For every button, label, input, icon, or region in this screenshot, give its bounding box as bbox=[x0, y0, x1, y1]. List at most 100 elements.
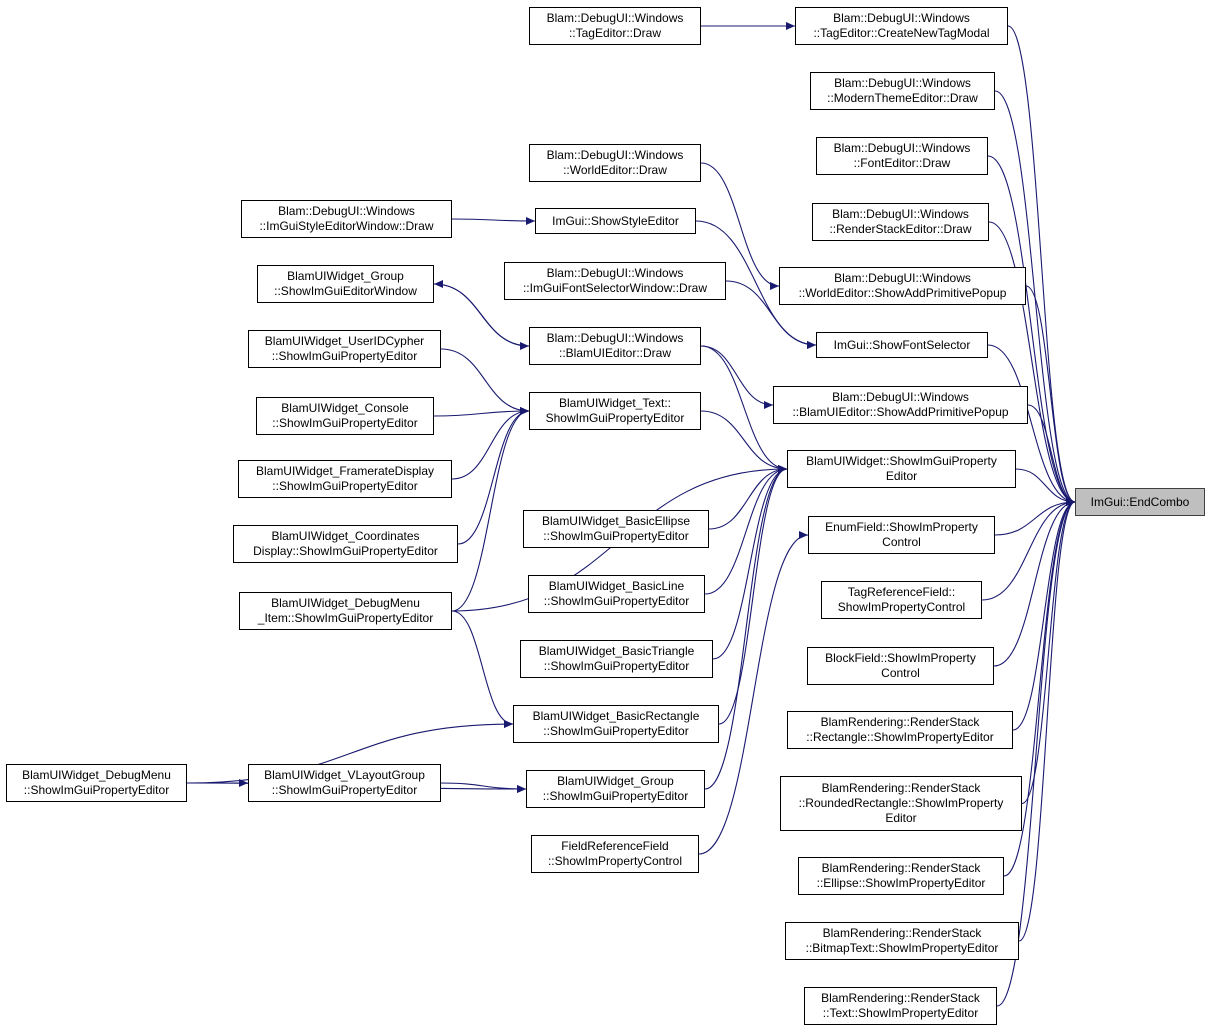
edge-rs-bitmaptext-to-endcombo bbox=[1018, 498, 1076, 942]
node-label-line: ::ShowImGuiPropertyEditor bbox=[543, 594, 690, 608]
node-show-style-editor[interactable]: ImGui::ShowStyleEditor bbox=[535, 208, 696, 234]
edge-coordinates-to-text bbox=[457, 407, 530, 545]
node-label-line: ::ShowImGuiEditorWindow bbox=[274, 284, 417, 298]
edge-framerate-to-text bbox=[451, 407, 530, 480]
node-label-line: _Item::ShowImGuiPropertyEditor bbox=[257, 611, 434, 625]
edge-rs-text-to-endcombo bbox=[996, 498, 1076, 1007]
node-label-line: Blam::DebugUI::Windows bbox=[832, 390, 969, 404]
node-label-line: Blam::DebugUI::Windows bbox=[834, 76, 971, 90]
node-font-selector-window[interactable]: Blam::DebugUI::Windows::ImGuiFontSelecto… bbox=[504, 262, 726, 300]
node-label-line: ::ShowImGuiPropertyEditor bbox=[543, 529, 689, 543]
edge-console-to-text bbox=[433, 407, 530, 417]
node-label-line: BlamUIWidget_BasicRectangle bbox=[532, 709, 700, 723]
node-label-line: ::BlamUIEditor::ShowAddPrimitivePopup bbox=[792, 405, 1009, 419]
node-label-line: BlockField::ShowImProperty bbox=[825, 651, 976, 665]
node-label-line: ::ShowImGuiPropertyEditor bbox=[543, 659, 690, 673]
node-label-line: BlamUIWidget_Group bbox=[557, 774, 674, 788]
node-label-line: Editor bbox=[885, 469, 918, 483]
node-tageditor-draw[interactable]: Blam::DebugUI::Windows::TagEditor::Draw bbox=[529, 7, 701, 45]
node-imgui-style-window[interactable]: Blam::DebugUI::Windows::ImGuiStyleEditor… bbox=[241, 200, 452, 238]
node-label-line: ::TagEditor::CreateNewTagModal bbox=[813, 26, 990, 40]
node-fieldreference[interactable]: FieldReferenceField::ShowImPropertyContr… bbox=[531, 835, 699, 873]
node-rs-rounded-rect[interactable]: BlamRendering::RenderStack::RoundedRecta… bbox=[780, 776, 1022, 831]
node-label-line: BlamRendering::RenderStack bbox=[821, 781, 981, 795]
node-label-line: TagReferenceField:: bbox=[847, 585, 956, 599]
node-label-line: BlamUIWidget_DebugMenu bbox=[271, 596, 420, 610]
node-label-line: BlamUIWidget_VLayoutGroup bbox=[264, 768, 425, 782]
node-world-editor-popup[interactable]: Blam::DebugUI::Windows::WorldEditor::Sho… bbox=[779, 267, 1026, 305]
node-label-line: BlamRendering::RenderStack bbox=[821, 991, 980, 1005]
node-label-line: ::WorldEditor::ShowAddPrimitivePopup bbox=[798, 286, 1007, 300]
node-framerate[interactable]: BlamUIWidget_FramerateDisplay::ShowImGui… bbox=[238, 460, 452, 498]
edge-basic-line-to-widget-editor bbox=[704, 465, 788, 595]
edge-text-to-widget-editor bbox=[700, 410, 788, 473]
node-basic-triangle[interactable]: BlamUIWidget_BasicTriangle::ShowImGuiPro… bbox=[520, 640, 713, 678]
node-label-line: ::RenderStackEditor::Draw bbox=[829, 222, 972, 236]
node-label-line: Blam::DebugUI::Windows bbox=[278, 204, 415, 218]
node-label-line: BlamUIWidget_BasicEllipse bbox=[541, 514, 691, 528]
node-basic-ellipse[interactable]: BlamUIWidget_BasicEllipse::ShowImGuiProp… bbox=[523, 510, 709, 548]
node-rs-ellipse[interactable]: BlamRendering::RenderStack::Ellipse::Sho… bbox=[798, 857, 1004, 895]
edge-imgui-style-window-to-show-style-editor bbox=[451, 216, 536, 225]
node-tageditor-modal[interactable]: Blam::DebugUI::Windows::TagEditor::Creat… bbox=[795, 7, 1008, 45]
node-modern-theme[interactable]: Blam::DebugUI::Windows::ModernThemeEdito… bbox=[810, 72, 995, 110]
edge-rs-ellipse-to-endcombo bbox=[1003, 498, 1076, 877]
edge-basic-ellipse-to-widget-editor bbox=[708, 465, 788, 530]
node-vlayout-group[interactable]: BlamUIWidget_VLayoutGroup::ShowImGuiProp… bbox=[248, 764, 441, 802]
node-label-line: ImGui::EndCombo bbox=[1090, 494, 1190, 509]
node-rs-rectangle[interactable]: BlamRendering::RenderStack::Rectangle::S… bbox=[787, 711, 1013, 749]
node-debugmenu[interactable]: BlamUIWidget_DebugMenu::ShowImGuiPropert… bbox=[6, 764, 187, 802]
node-label-line: Blam::DebugUI::Windows bbox=[546, 266, 684, 280]
node-label-line: Blam::DebugUI::Windows bbox=[833, 11, 970, 25]
node-text[interactable]: BlamUIWidget_Text::ShowImGuiPropertyEdit… bbox=[529, 392, 701, 430]
node-label-line: BlamUIWidget_UserIDCypher bbox=[264, 334, 425, 348]
edge-show-font-selector-to-endcombo bbox=[987, 344, 1076, 506]
node-debugmenu-item[interactable]: BlamUIWidget_DebugMenu_Item::ShowImGuiPr… bbox=[239, 592, 452, 630]
node-console[interactable]: BlamUIWidget_Console::ShowImGuiPropertyE… bbox=[256, 397, 434, 435]
node-label-line: BlamUIWidget::ShowImGuiProperty bbox=[806, 454, 997, 468]
edge-rs-rectangle-to-endcombo bbox=[1012, 498, 1076, 731]
node-font-editor[interactable]: Blam::DebugUI::Windows::FontEditor::Draw bbox=[816, 137, 988, 175]
node-label-line: ShowImPropertyControl bbox=[837, 600, 966, 614]
node-basic-rectangle[interactable]: BlamUIWidget_BasicRectangle::ShowImGuiPr… bbox=[513, 705, 719, 743]
node-userid-cypher[interactable]: BlamUIWidget_UserIDCypher::ShowImGuiProp… bbox=[248, 330, 441, 368]
node-renderstack-editor[interactable]: Blam::DebugUI::Windows::RenderStackEdito… bbox=[812, 203, 989, 241]
node-blamui-editor-draw[interactable]: Blam::DebugUI::Windows::BlamUIEditor::Dr… bbox=[529, 327, 701, 365]
node-group[interactable]: BlamUIWidget_Group::ShowImGuiPropertyEdi… bbox=[526, 770, 705, 808]
node-blamui-editor-popup[interactable]: Blam::DebugUI::Windows::BlamUIEditor::Sh… bbox=[773, 386, 1028, 424]
edge-renderstack-editor-to-endcombo bbox=[988, 221, 1076, 506]
node-rs-text[interactable]: BlamRendering::RenderStack::Text::ShowIm… bbox=[804, 987, 997, 1025]
node-endcombo[interactable]: ImGui::EndCombo bbox=[1075, 488, 1205, 516]
edge-vlayout-group-to-group bbox=[440, 782, 527, 793]
node-label-line: Blam::DebugUI::Windows bbox=[832, 207, 969, 221]
node-tagreference[interactable]: TagReferenceField::ShowImPropertyControl bbox=[821, 581, 982, 619]
node-group-editor-window[interactable]: BlamUIWidget_Group::ShowImGuiEditorWindo… bbox=[257, 265, 434, 303]
edge-group-editor-window-to-blamui-editor-draw bbox=[433, 283, 530, 350]
node-label-line: EnumField::ShowImProperty bbox=[825, 520, 978, 534]
node-label-line: FieldReferenceField bbox=[561, 839, 669, 853]
node-label-line: Control bbox=[881, 666, 920, 680]
node-label-line: ::RoundedRectangle::ShowImProperty bbox=[798, 796, 1004, 810]
node-label-line: ImGui::ShowStyleEditor bbox=[552, 213, 679, 228]
node-show-font-selector[interactable]: ImGui::ShowFontSelector bbox=[816, 332, 988, 358]
node-label-line: ::Ellipse::ShowImPropertyEditor bbox=[816, 876, 986, 890]
node-label-line: Blam::DebugUI::Windows bbox=[833, 141, 971, 155]
node-label-line: ::ImGuiStyleEditorWindow::Draw bbox=[259, 219, 434, 233]
edge-enumfield-to-endcombo bbox=[994, 498, 1076, 536]
node-label-line: BlamUIWidget_BasicTriangle bbox=[538, 644, 695, 658]
node-label-line: ::TagEditor::Draw bbox=[568, 26, 662, 40]
edge-font-selector-window-to-show-font-selector bbox=[725, 280, 817, 349]
node-basic-line[interactable]: BlamUIWidget_BasicLine::ShowImGuiPropert… bbox=[528, 575, 705, 613]
node-label-line: ::Rectangle::ShowImPropertyEditor bbox=[806, 730, 994, 744]
edge-blamui-editor-draw-to-blamui-editor-popup bbox=[700, 345, 774, 409]
node-label-line: ::ShowImPropertyControl bbox=[547, 854, 683, 868]
edge-userid-cypher-to-text bbox=[440, 348, 530, 415]
node-world-editor-draw[interactable]: Blam::DebugUI::Windows::WorldEditor::Dra… bbox=[529, 144, 701, 182]
edge-basic-rectangle-to-widget-editor bbox=[718, 465, 788, 725]
node-rs-bitmaptext[interactable]: BlamRendering::RenderStack::BitmapText::… bbox=[785, 922, 1019, 960]
